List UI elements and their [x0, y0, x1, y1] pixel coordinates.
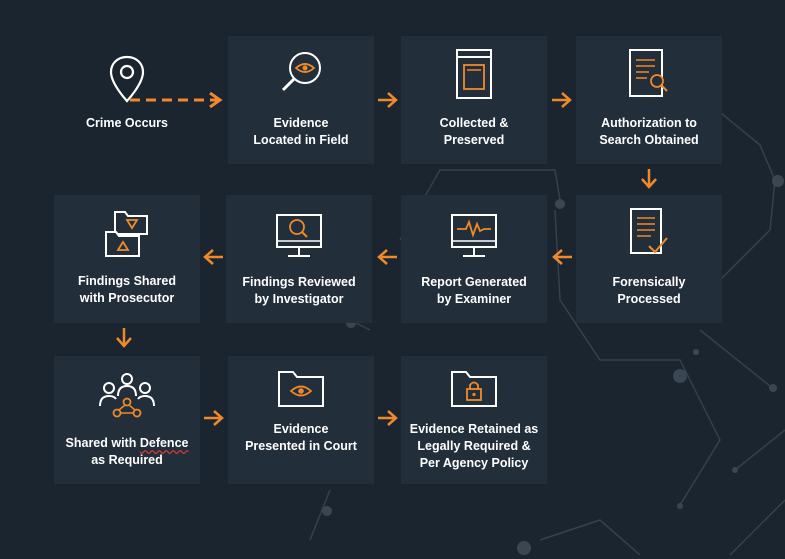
step-authorization: Authorization to Search Obtained	[576, 36, 722, 164]
step-label: Evidence Retained as Legally Required & …	[409, 422, 539, 470]
people-network-icon	[99, 373, 155, 418]
document-search-icon	[629, 49, 668, 97]
step-findings-reviewed: Findings Reviewed by Investigator	[226, 195, 372, 323]
folders-exchange-icon	[105, 211, 148, 257]
step-label: Findings Shared with Prosecutor	[78, 274, 176, 305]
arrow-down	[116, 328, 132, 348]
evidence-bag-icon	[456, 49, 492, 99]
step-forensically-processed: Forensically Processed	[576, 195, 722, 323]
arrow-left	[203, 249, 223, 265]
monitor-search-icon	[276, 214, 322, 257]
step-label: Authorization to Search Obtained	[599, 116, 699, 147]
step-evidence-retained: Evidence Retained as Legally Required & …	[401, 356, 547, 484]
arrow-right	[204, 410, 224, 426]
step-report-generated: Report Generated by Examiner	[401, 195, 547, 323]
arrow-down	[641, 169, 657, 189]
arrow-right	[378, 92, 398, 108]
document-check-icon	[630, 208, 668, 254]
spellcheck-underline: Defence	[139, 436, 189, 450]
step-label: Evidence Presented in Court	[245, 422, 357, 453]
step-crime-occurs: Crime Occurs	[54, 36, 200, 164]
step-label: Shared with Defence as Required	[65, 436, 189, 467]
folder-lock-icon	[451, 371, 497, 407]
step-collected-preserved: Collected & Preserved	[401, 36, 547, 164]
arrow-right	[378, 410, 398, 426]
magnifier-eye-icon	[281, 52, 321, 92]
step-label: Evidence Located in Field	[253, 116, 349, 147]
step-label: Crime Occurs	[86, 116, 168, 130]
arrow-left	[377, 249, 397, 265]
step-label: Report Generated by Examiner	[421, 275, 527, 306]
folder-eye-icon	[278, 371, 324, 407]
location-pin-icon	[109, 55, 145, 103]
step-label: Collected & Preserved	[439, 116, 509, 147]
monitor-waveform-icon	[451, 214, 497, 257]
arrow-right	[552, 92, 572, 108]
step-label: Findings Reviewed by Investigator	[242, 275, 356, 306]
step-evidence-located: Evidence Located in Field	[228, 36, 374, 164]
arrow-left	[552, 249, 572, 265]
step-findings-shared: Findings Shared with Prosecutor	[54, 195, 200, 323]
step-shared-defence: Shared with Defence as Required	[54, 356, 200, 484]
dashed-arrow-right	[130, 92, 223, 108]
step-label: Forensically Processed	[612, 275, 686, 306]
step-evidence-presented: Evidence Presented in Court	[228, 356, 374, 484]
